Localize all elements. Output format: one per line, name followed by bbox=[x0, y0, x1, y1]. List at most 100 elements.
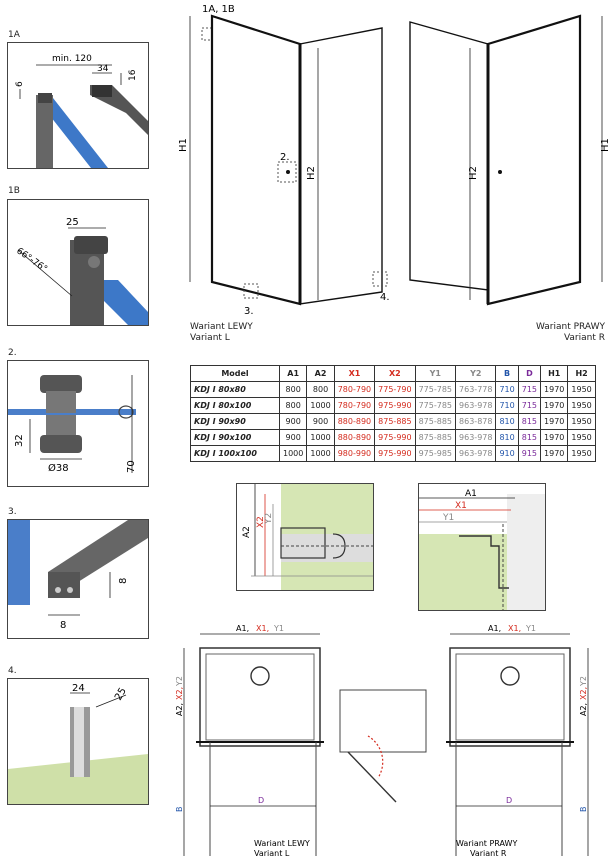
plan-left-y2: Y2 bbox=[175, 676, 184, 687]
table-cell: 710 bbox=[495, 381, 519, 398]
detail-3-label: 3. bbox=[8, 507, 17, 517]
table-cell: 1950 bbox=[567, 381, 596, 398]
tray-right bbox=[449, 647, 571, 747]
table-cell: 963-978 bbox=[455, 397, 497, 414]
table-cell: 1970 bbox=[540, 381, 569, 398]
wall-profile bbox=[70, 240, 104, 325]
detail-1b-label: 1B bbox=[8, 186, 20, 196]
detail-2-drawing: 32 70 Ø38 bbox=[8, 375, 137, 474]
table-cell: 910 bbox=[495, 445, 519, 462]
table-cell: 1950 bbox=[567, 397, 596, 414]
th-a1: A1 bbox=[278, 365, 308, 382]
detail-2: 32 70 Ø38 bbox=[7, 360, 149, 487]
profile-end bbox=[48, 572, 80, 598]
label-x2: X2 bbox=[256, 516, 266, 528]
glass-panel bbox=[36, 98, 108, 168]
table-cell: 875-885 bbox=[414, 413, 457, 430]
profile-area bbox=[281, 534, 373, 562]
dim-70: 70 bbox=[126, 460, 137, 473]
plan-right-y1: Y1 bbox=[525, 624, 536, 633]
label-h2-left: H2 bbox=[306, 166, 317, 180]
label-h2-right: H2 bbox=[468, 166, 479, 180]
table-cell: 715 bbox=[517, 381, 542, 398]
callout-2: 2. bbox=[280, 152, 290, 163]
table-cell: 975-990 bbox=[374, 429, 416, 446]
stabilizer-bar bbox=[90, 85, 148, 135]
wall-detail-right-drawing: A1 X1 Y1 bbox=[419, 489, 545, 610]
table-cell: 980-990 bbox=[333, 445, 376, 462]
table-cell: 800 bbox=[278, 381, 308, 398]
profile-channel bbox=[74, 707, 84, 777]
plan-right-d: D bbox=[506, 796, 512, 805]
th-y1: Y1 bbox=[414, 365, 457, 382]
label-y1: Y1 bbox=[442, 513, 454, 523]
variant-left-caption: Wariant LEWY Variant L bbox=[190, 322, 253, 344]
plan-views: A1, X1, Y1 D A2, X2, Y2 B Wariant LEWY V… bbox=[175, 624, 589, 858]
table-header-row: Model A1 A2 X1 X2 Y1 Y2 B D H1 H2 bbox=[190, 365, 596, 382]
table-cell: 1970 bbox=[540, 445, 569, 462]
table-cell: 775-790 bbox=[374, 381, 416, 398]
th-y2: Y2 bbox=[455, 365, 497, 382]
swing-frame bbox=[339, 689, 427, 753]
variant-right-line2: Variant R bbox=[563, 333, 605, 343]
dim-32: 32 bbox=[14, 434, 25, 447]
table-cell-model: KDJ I 90x100 bbox=[190, 429, 280, 446]
door-swing-line bbox=[347, 751, 397, 803]
frame-profile bbox=[36, 95, 53, 168]
plan-right-line1: Wariant PRAWY bbox=[456, 839, 517, 848]
dim-dia-38: Ø38 bbox=[48, 462, 69, 474]
table-cell: 915 bbox=[517, 445, 542, 462]
table-cell-model: KDJ I 100x100 bbox=[190, 445, 280, 462]
knob-neck-bottom bbox=[46, 415, 76, 437]
knob-top bbox=[40, 375, 82, 393]
table-cell: 880-890 bbox=[333, 429, 376, 446]
side-area bbox=[507, 494, 545, 610]
swing-arc bbox=[367, 735, 384, 779]
floor bbox=[8, 754, 148, 804]
door-panel-right bbox=[486, 14, 582, 306]
table-cell: 1970 bbox=[540, 429, 569, 446]
tray-inner-left bbox=[205, 653, 315, 741]
table-cell: 1000 bbox=[306, 397, 335, 414]
variant-left-line1: Wariant LEWY bbox=[190, 322, 253, 332]
table-cell: 963-978 bbox=[455, 429, 497, 446]
table-cell: 875-885 bbox=[414, 429, 457, 446]
seal-end bbox=[118, 405, 134, 419]
callout-4: 4. bbox=[380, 292, 390, 303]
hinge-pin bbox=[88, 256, 100, 268]
th-d: D bbox=[517, 365, 542, 382]
table-cell: 1950 bbox=[567, 413, 596, 430]
wall-profile bbox=[459, 535, 509, 589]
plan-left-a1: A1, bbox=[236, 624, 249, 633]
table-cell: 800 bbox=[278, 397, 308, 414]
table-cell: 975-985 bbox=[414, 445, 457, 462]
detail-1b-drawing: 25 66°-76° bbox=[14, 217, 148, 325]
plan-left-line1: Wariant LEWY bbox=[254, 839, 310, 848]
hinge-head bbox=[74, 236, 108, 254]
label-x1: X1 bbox=[455, 501, 467, 511]
table-cell: 900 bbox=[306, 413, 335, 430]
table-cell: 1000 bbox=[306, 429, 335, 446]
plan-right-a1: A1, bbox=[488, 624, 501, 633]
table-cell: 715 bbox=[517, 397, 542, 414]
dim-16: 16 bbox=[128, 69, 138, 81]
front-views: 1A, 1B 2. 3. 4. H1 H2 H1 H2 bbox=[178, 4, 611, 317]
detail-1a-label: 1A bbox=[8, 30, 20, 40]
wall-detail-right: A1 X1 Y1 bbox=[418, 483, 546, 611]
table-cell: 1970 bbox=[540, 397, 569, 414]
table-cell: 810 bbox=[495, 413, 519, 430]
table-cell: 875-885 bbox=[374, 413, 416, 430]
detail-1a-drawing: min. 120 34 16 6 bbox=[15, 54, 148, 168]
wall-detail-left: A2 X2 Y2 bbox=[236, 483, 374, 591]
th-model: Model bbox=[190, 365, 280, 382]
table-cell: 1000 bbox=[278, 445, 308, 462]
door-profile bbox=[48, 520, 148, 582]
dim-24: 24 bbox=[72, 683, 85, 694]
plan-left-b: B bbox=[175, 807, 184, 813]
variant-right-line1: Wariant PRAWY bbox=[535, 322, 605, 332]
plan-right-b: B bbox=[579, 807, 588, 813]
drain-left bbox=[250, 666, 270, 686]
